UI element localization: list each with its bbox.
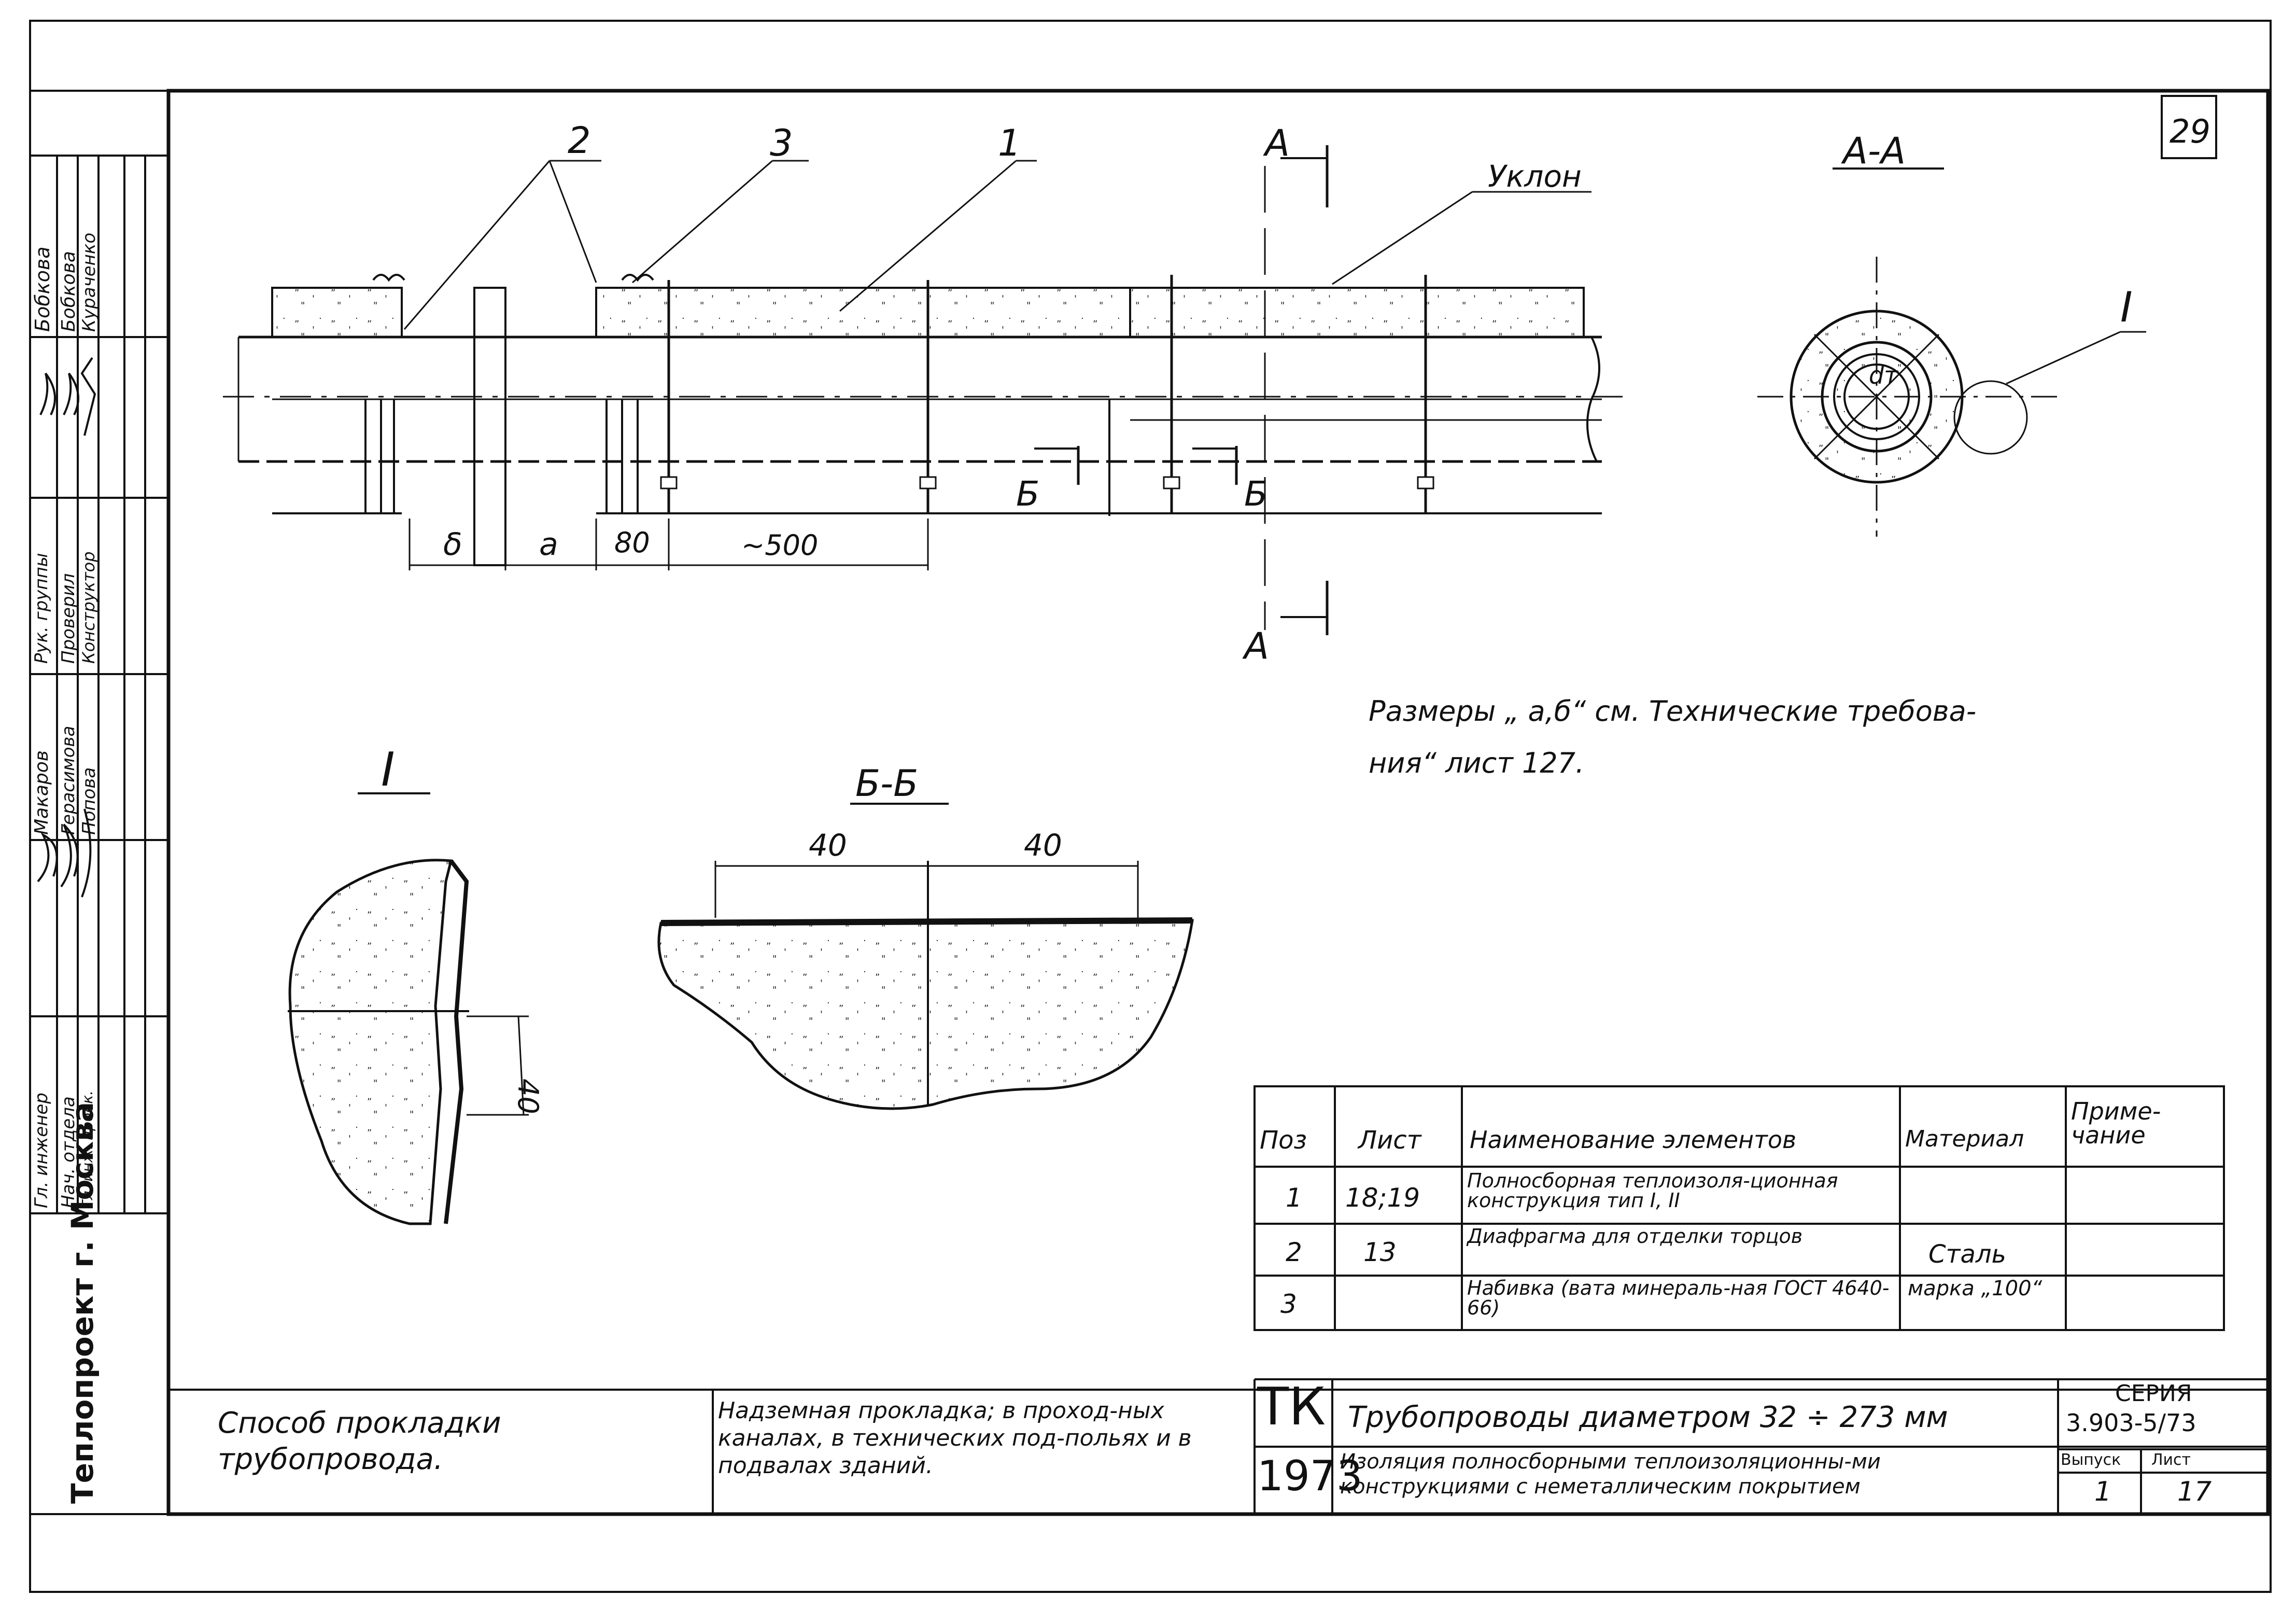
stamp-name-6: Кураченко	[79, 232, 100, 332]
method-label: Способ прокладки трубопровода.	[218, 1406, 501, 1476]
sheet-label: Лист	[2151, 1451, 2191, 1469]
dimension-80: 80	[614, 526, 650, 559]
dimension-a: a	[539, 526, 558, 563]
stamp-name-5: Бобкова	[58, 251, 79, 332]
dimension-40-right: 40	[1024, 828, 1062, 863]
side-stamp-grid	[29, 90, 170, 1515]
detail-i-view	[288, 792, 529, 1225]
document-title: Трубопроводы диаметром 32 ÷ 273 мм	[1348, 1401, 1948, 1434]
side-stamp-org: Теплопроект г. Москва	[65, 1102, 100, 1504]
position-label-3: 3	[770, 122, 793, 164]
spec-table-grid	[1253, 1085, 2225, 1331]
sheet-value: 17	[2177, 1476, 2212, 1507]
spec-row-3-pos: 3	[1280, 1289, 1297, 1319]
method-value: Надземная прокладка; в проход-ных канала…	[718, 1397, 1192, 1479]
spec-row-2-material: Сталь	[1928, 1240, 2006, 1269]
title-block-grid	[168, 1378, 2268, 1514]
section-aa-title: А-А	[1841, 130, 1906, 172]
section-bb-title: Б-Б	[855, 762, 918, 805]
spec-header-name: Наименование элементов	[1470, 1126, 1797, 1154]
spec-header-note: Приме-чание	[2071, 1097, 2161, 1149]
spec-row-2-name: Диафрагма для отделки торцов	[1467, 1225, 1803, 1248]
document-subtitle: Изоляция полносборными теплоизоляционны-…	[1340, 1450, 1881, 1499]
section-aa-view	[1757, 167, 2146, 537]
detail-marker: I	[2120, 283, 2133, 331]
dimension-40-left: 40	[809, 828, 847, 863]
section-a-marker-bottom: А	[1242, 625, 1269, 667]
spec-row-2-sheet: 13	[1363, 1237, 1397, 1267]
section-a-marker-top: А	[1263, 122, 1290, 164]
signature-marks	[37, 357, 96, 898]
issue-value: 1	[2094, 1476, 2112, 1507]
section-bb-view	[657, 803, 1194, 1110]
slope-label: Уклон	[1488, 159, 1582, 194]
section-b-marker-left: Б	[1016, 474, 1039, 514]
spec-row-1-sheet: 18;19	[1345, 1183, 1420, 1213]
note-line-2: ния“ лист 127.	[1369, 747, 1584, 779]
position-label-2: 2	[568, 119, 591, 162]
position-label-1: 1	[998, 122, 1021, 164]
sheet-number: 29	[2170, 113, 2210, 150]
spec-header-material: Материал	[1905, 1126, 2024, 1152]
spec-row-1-name: Полносборная теплоизоля-ционная конструк…	[1467, 1169, 1838, 1212]
issue-label: Выпуск	[2061, 1451, 2121, 1469]
dimension-delta: δ	[443, 526, 462, 563]
pipe-diameter-label: dт	[1869, 361, 1898, 389]
section-b-marker-right: Б	[1244, 474, 1267, 514]
detail-i-title: I	[381, 743, 395, 797]
dimension-500: ~500	[741, 529, 818, 562]
code-year: 1973	[1257, 1452, 1363, 1500]
spec-header-pos: Поз	[1260, 1126, 1307, 1155]
series-value: 3.903-5/73	[2066, 1409, 2196, 1437]
spec-row-3-name: Набивка (вата минераль-ная ГОСТ 4640-66)	[1467, 1277, 1890, 1319]
spec-row-1-pos: 1	[1286, 1183, 1302, 1213]
code-tk: ТК	[1257, 1376, 1326, 1437]
dimension-40-vertical: 40	[512, 1079, 544, 1114]
sheet-outer-frame	[29, 20, 2272, 1593]
note-line-1: Размеры „ а,б“ см. Технические требова-	[1369, 695, 1976, 727]
series-label: СЕРИЯ	[2115, 1380, 2192, 1407]
stamp-name-4: Бобкова	[31, 246, 54, 332]
spec-row-3-material: марка „100“	[1908, 1277, 2043, 1300]
pipe-elevation-view	[223, 145, 1628, 635]
sheet-number-box	[2161, 95, 2217, 159]
spec-header-sheet: Лист	[1358, 1126, 1421, 1155]
spec-row-2-pos: 2	[1286, 1237, 1302, 1267]
